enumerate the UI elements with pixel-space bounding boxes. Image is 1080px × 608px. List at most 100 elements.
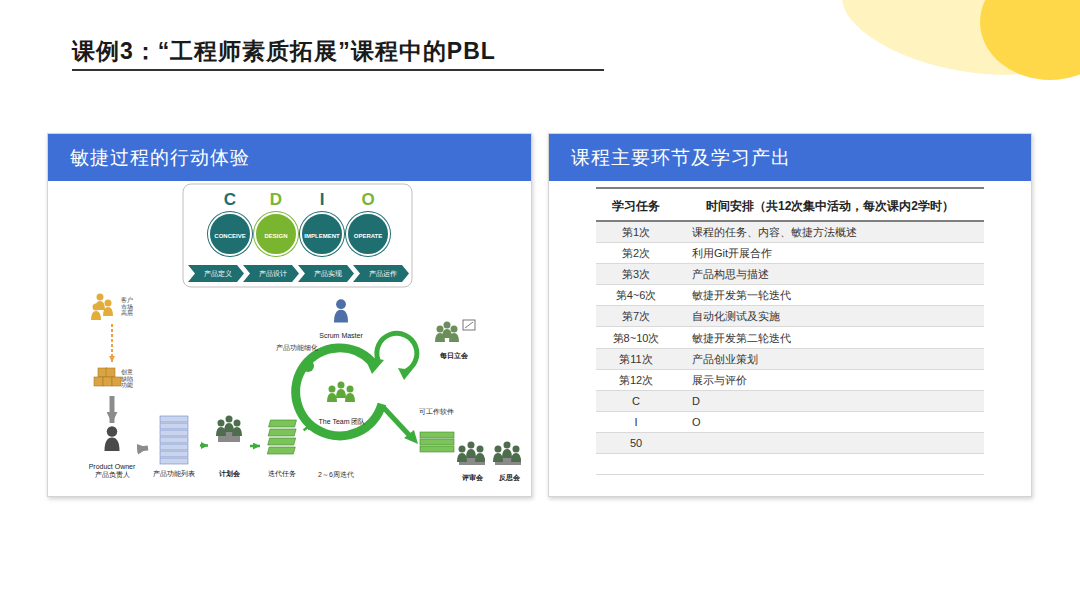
panel-header: 敏捷过程的行动体验	[48, 134, 531, 181]
flow-arrow	[111, 324, 113, 362]
node-text: The Team 团队	[319, 418, 366, 426]
table-cell: 课程的任务、内容、敏捷方法概述	[676, 222, 984, 243]
chevron-fill	[298, 265, 354, 282]
table-cell: 产品创业策划	[676, 349, 984, 370]
table-cell: 展示与评价	[676, 370, 984, 391]
node-text: IMPLEMENT	[304, 233, 339, 239]
meeting-icon	[216, 416, 242, 443]
node-text: 反思会	[499, 474, 520, 482]
table-cell: 利用Git开展合作	[676, 243, 984, 264]
cycle-dot	[302, 360, 314, 372]
meeting-icon	[493, 442, 521, 466]
table-cell: 第4~6次	[596, 285, 676, 306]
panel-header: 课程主要环节及学习产出	[549, 134, 1031, 181]
cdio-letter: I	[302, 190, 342, 210]
table-cell: C	[596, 391, 676, 412]
node-text: Scrum Master	[319, 332, 363, 340]
chevron-fill	[243, 265, 299, 282]
cdio-frame	[183, 184, 412, 287]
flow-label: 产品功能细化	[276, 343, 318, 353]
node-text: 可工作软件	[419, 408, 454, 416]
cdio-circle: IIMPLEMENT	[300, 212, 344, 256]
node-text: 创意 缺陷 功能	[120, 369, 134, 390]
node-text: 评审会	[462, 474, 483, 482]
cdio-circle: DDESIGN	[254, 212, 298, 256]
node-text: 产品实现	[310, 265, 342, 282]
node-text: 产品功能列表	[153, 470, 195, 478]
table-cell: I	[596, 412, 676, 433]
cdio-circle: OOPERATE	[346, 212, 390, 256]
table-cell: 第11次	[596, 349, 676, 370]
cdio-letter: O	[348, 190, 388, 210]
phase-chevron: 产品设计	[243, 265, 299, 282]
meeting-box: 评审会	[453, 446, 491, 482]
table-cell: 第3次	[596, 264, 676, 285]
standup-icon	[435, 320, 475, 342]
cycle-arrowhead	[364, 356, 384, 374]
slide-title: 课例3：“工程师素质拓展”课程中的PBL	[72, 36, 496, 67]
node-text: DESIGN	[264, 233, 287, 239]
release-arrow	[384, 408, 410, 436]
panel-ground	[548, 133, 1032, 497]
team-box: The Team 团队	[314, 378, 370, 426]
table-cell: 敏捷开发第一轮迭代	[676, 285, 984, 306]
node-text: 产品设计	[255, 265, 287, 282]
loop-arrowhead	[398, 368, 412, 380]
chevron-fill	[188, 265, 244, 282]
flow-arrow	[304, 424, 313, 430]
software-stack	[420, 432, 454, 452]
table-cell	[676, 454, 984, 475]
meeting-box: 每日立会	[428, 318, 480, 360]
phase-chevron: 产品运作	[353, 265, 409, 282]
task-stack	[267, 420, 296, 454]
person-icon	[334, 299, 348, 322]
people-icon	[91, 294, 113, 321]
cdio-letter: C	[210, 190, 250, 210]
flow-label: 2～6周迭代	[318, 470, 354, 480]
table-header-cell: 学习任务	[596, 187, 676, 222]
node-text: CONCEIVE	[214, 233, 245, 239]
table-cell: 自动化测试及实施	[676, 306, 984, 327]
flow-arrow	[142, 445, 148, 451]
table-header-cell: 时间安排（共12次集中活动，每次课内2学时）	[676, 187, 984, 222]
table-cell: 第8~10次	[596, 328, 676, 349]
table-cell: 50	[596, 433, 676, 454]
decor-shape	[980, 0, 1080, 80]
role-icon: Scrum Master	[318, 296, 364, 340]
node-text: 客户 市场 高层	[120, 297, 134, 318]
table-cell: 第1次	[596, 222, 676, 243]
flow-arrow	[250, 445, 260, 448]
title-underline	[72, 69, 604, 71]
task-box: 迭代任务	[262, 414, 302, 478]
node-text: OPERATE	[354, 233, 383, 239]
software-box: 可工作软件	[410, 408, 462, 454]
boxes-icon	[94, 368, 121, 386]
flow-arrow	[110, 396, 115, 423]
meeting-box: 计划会	[210, 414, 248, 478]
node-text: 产品定义	[200, 265, 232, 282]
source-icon: 创意 缺陷 功能	[90, 364, 134, 394]
person-icon	[105, 426, 120, 451]
table-cell	[596, 454, 676, 475]
meeting-icon	[457, 442, 485, 466]
daily-loop	[377, 333, 417, 372]
node-text: 产品运作	[365, 265, 397, 282]
table-cell: 敏捷开发第二轮迭代	[676, 328, 984, 349]
node-text: 计划会	[219, 470, 240, 478]
node-text: Product Owner 产品负责人	[85, 463, 139, 479]
flow-arrow	[200, 444, 208, 447]
cdio-circle: CCONCEIVE	[208, 212, 252, 256]
phase-chevron: 产品定义	[188, 265, 244, 282]
backlog-box: 产品功能列表	[150, 412, 198, 478]
table-cell: 产品构思与描述	[676, 264, 984, 285]
chevron-fill	[353, 265, 409, 282]
source-icon: 客户 市场 高层	[90, 292, 134, 322]
cdio-letter: D	[256, 190, 296, 210]
table-cell	[676, 433, 984, 454]
table-cell: 第7次	[596, 306, 676, 327]
team-icon	[327, 382, 355, 403]
table-cell: 第12次	[596, 370, 676, 391]
release-arrowhead	[404, 430, 418, 444]
